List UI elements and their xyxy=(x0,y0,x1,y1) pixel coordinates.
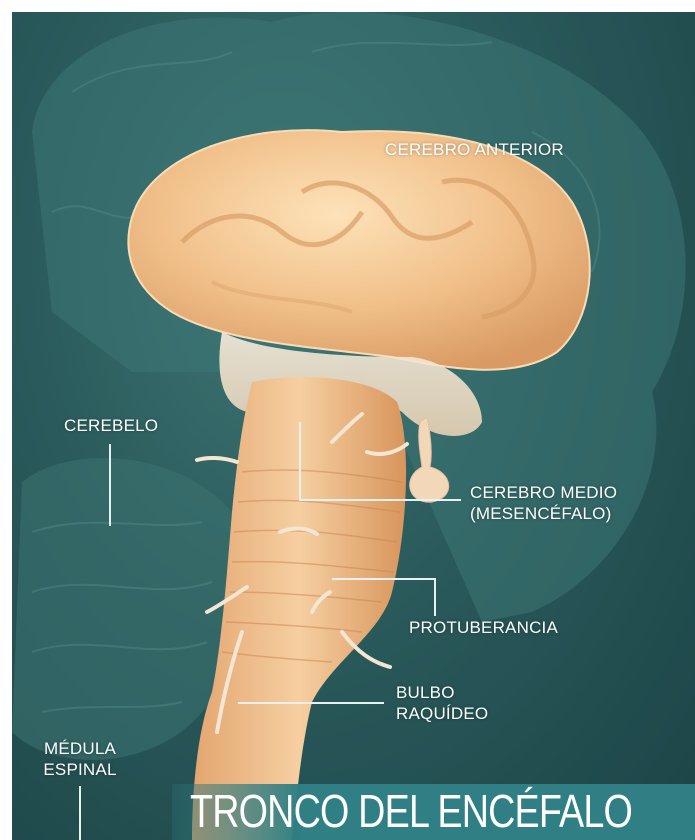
label-cerebellum: CEREBELO xyxy=(64,416,158,436)
leader-line-midbrain-horizontal xyxy=(299,499,461,501)
label-spinal-line1: MÉDULA xyxy=(38,739,122,759)
leader-line-pons-vertical xyxy=(434,578,436,616)
leader-line-pons-horizontal xyxy=(332,578,436,580)
leader-line-spinal xyxy=(79,786,81,840)
diagram-title: TRONCO DEL ENCÉFALO xyxy=(190,782,632,840)
label-spinal-line2: ESPINAL xyxy=(38,760,122,780)
leader-line-medulla xyxy=(238,702,384,704)
label-forebrain: CEREBRO ANTERIOR xyxy=(385,140,564,160)
label-midbrain-line2: (MESENCÉFALO) xyxy=(470,504,611,524)
leader-line-midbrain-vertical xyxy=(299,422,301,500)
leader-line-cerebellum xyxy=(109,444,111,526)
label-pons: PROTUBERANCIA xyxy=(409,618,558,638)
label-medulla-line2: RAQUÍDEO xyxy=(396,704,488,724)
label-midbrain-line1: CEREBRO MEDIO xyxy=(470,483,617,503)
brain-illustration: CEREBRO ANTERIOR CEREBELO CEREBRO MEDIO … xyxy=(12,12,695,840)
label-medulla-line1: BULBO xyxy=(396,683,455,703)
